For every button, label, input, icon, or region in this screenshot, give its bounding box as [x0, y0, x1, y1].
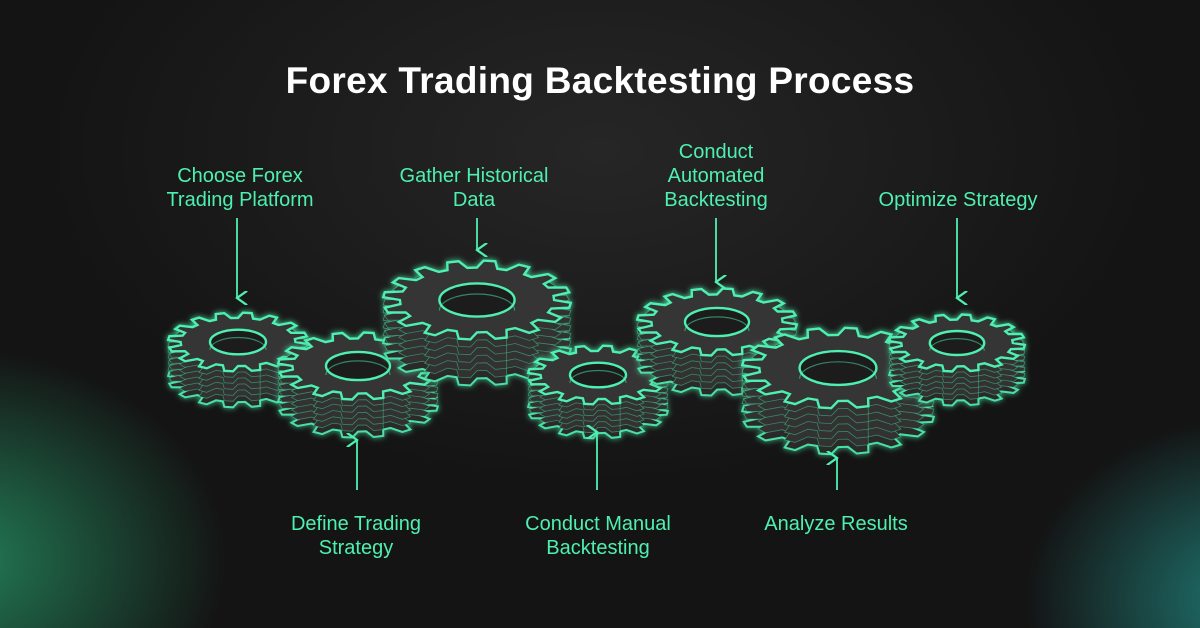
step-label-optimize-strategy: Optimize Strategy — [878, 189, 1038, 211]
gear-7-hub-hole — [928, 329, 986, 357]
gears-layer — [166, 259, 1027, 456]
gear-2 — [276, 331, 440, 439]
gear-4 — [526, 344, 670, 440]
gear-5-hub-inner-wall — [684, 316, 750, 332]
gear-7-hub-inner-wall — [929, 338, 985, 351]
gear-4-hub-inner-wall — [569, 369, 627, 383]
step-label-manual-backtesting: Conduct Manual Backtesting — [525, 513, 671, 559]
gear-2-hub-hole — [324, 350, 392, 382]
gear-3-hub-hole — [438, 282, 516, 318]
gear-2-hub-inner-wall — [325, 360, 391, 376]
gear-1-hub-hole — [208, 328, 268, 356]
step-label-define-strategy: Define Trading Strategy — [290, 513, 422, 559]
step-label-choose-platform: Choose Forex Trading Platform — [166, 165, 314, 211]
arrows-layer — [237, 218, 957, 490]
gear-6-hub-hole — [798, 349, 878, 387]
step-label-analyze-results: Analyze Results — [764, 513, 908, 535]
gear-5-hub-hole — [683, 306, 751, 338]
gear-7 — [887, 313, 1027, 407]
gear-1 — [166, 311, 310, 409]
gear-3-hub-inner-wall — [438, 293, 516, 311]
gear-3 — [381, 259, 573, 387]
step-label-automated-backtesting: Conduct Automated Backtesting — [664, 141, 768, 211]
page-title: Forex Trading Backtesting Process — [285, 60, 915, 101]
gear-1-hub-inner-wall — [209, 336, 267, 350]
gear-4-hub-hole — [568, 361, 628, 389]
step-label-gather-data: Gather Historical Data — [399, 165, 549, 211]
gear-6 — [740, 326, 936, 456]
gear-6-hub-inner-wall — [799, 361, 877, 379]
